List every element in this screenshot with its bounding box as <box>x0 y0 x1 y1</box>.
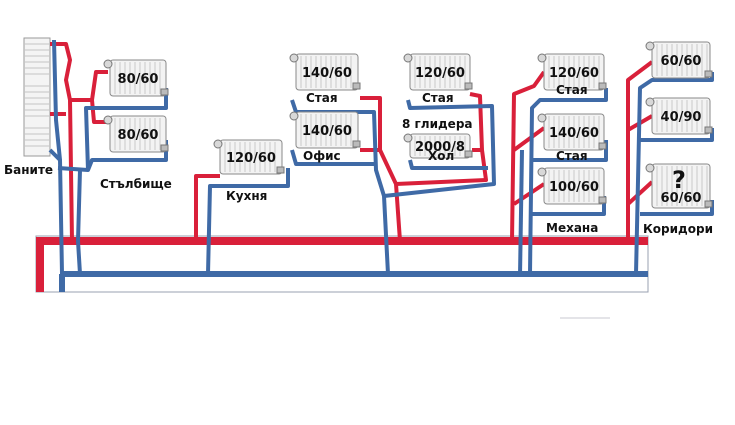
radiator-size-label: 120/60 <box>226 151 276 166</box>
valve-icon <box>403 53 413 63</box>
label-corridors: Коридори <box>643 222 713 236</box>
valve-icon <box>537 113 547 123</box>
radiator-size-label: 80/60 <box>118 128 159 143</box>
radiator-hall: 2000/8 <box>403 133 473 159</box>
valve-icon <box>537 167 547 177</box>
room-labels: Баните Стълбище Кухня Стая Офис Стая 8 г… <box>4 83 713 236</box>
radiator-size-label: 120/60 <box>549 66 599 81</box>
radiator-size-label: 140/60 <box>302 124 352 139</box>
label-room-3: Стая <box>556 83 588 97</box>
label-mehana: Механа <box>546 221 598 235</box>
label-hall-note: 8 глидера <box>402 117 473 131</box>
radiator-kitchen: 120/60 <box>213 139 285 175</box>
label-room-1: Стая <box>306 91 338 105</box>
radiator-office: 140/60 <box>289 111 361 149</box>
valve-icon <box>103 59 113 69</box>
radiator-mehana-3: 100/60 <box>537 167 607 205</box>
radiator-mehana-1: 120/60 <box>537 53 607 91</box>
radiator-room-1: 140/60 <box>289 53 361 91</box>
radiator-stairs-top: 80/60 <box>103 59 169 97</box>
valve-icon <box>289 111 299 121</box>
valve-icon <box>537 53 547 63</box>
label-room-2: Стая <box>422 91 454 105</box>
label-kitchen: Кухня <box>226 189 267 203</box>
radiator-room-2: 120/60 <box>403 53 473 91</box>
label-hall: Хол <box>428 149 454 163</box>
label-stairwell: Стълбище <box>100 177 172 191</box>
valve-icon <box>103 115 113 125</box>
radiator-stairs-bot: 80/60 <box>103 115 169 153</box>
radiator-size-label: 80/60 <box>118 72 159 87</box>
valve-icon <box>213 139 223 149</box>
label-office: Офис <box>303 149 341 163</box>
valve-icon <box>645 163 655 173</box>
radiator-size-label: 60/60 <box>661 54 702 69</box>
valve-icon <box>645 97 655 107</box>
radiator-mehana-2: 140/60 <box>537 113 607 151</box>
radiator-corridor-2: 40/90 <box>645 97 713 135</box>
main-pipes <box>35 235 649 319</box>
radiators: 80/60 80/60 120/60 140/60 140/60 120/60 2000/8… <box>103 41 713 209</box>
valve-icon <box>403 133 413 143</box>
label-room-4: Стая <box>556 149 588 163</box>
towel-radiator <box>23 37 51 157</box>
radiator-size-label: 60/60 <box>661 191 702 206</box>
valve-icon <box>645 41 655 51</box>
radiator-size-label: 100/60 <box>549 180 599 195</box>
radiator-corridor-3: 60/60? <box>645 163 713 209</box>
valve-icon <box>289 53 299 63</box>
unknown-size-mark: ? <box>672 166 686 194</box>
radiator-corridor-1: 60/60 <box>645 41 713 79</box>
radiator-size-label: 2000/8 <box>415 140 465 155</box>
radiator-size-label: 40/90 <box>661 110 702 125</box>
label-bathrooms: Баните <box>4 163 53 177</box>
radiator-size-label: 120/60 <box>415 66 465 81</box>
radiator-size-label: 140/60 <box>302 66 352 81</box>
radiator-size-label: 140/60 <box>549 126 599 141</box>
